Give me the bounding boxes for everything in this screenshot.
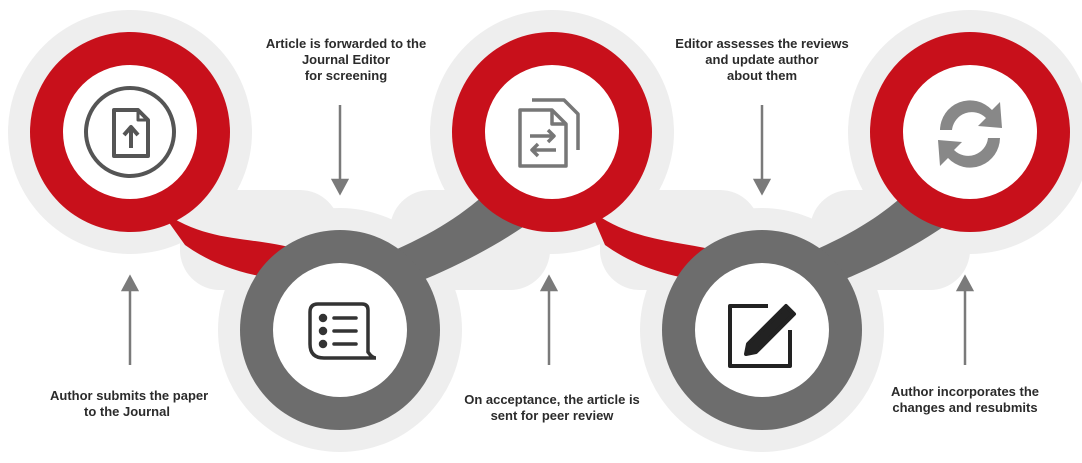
step-2-caption: Article is forwarded to the Journal Edit… (246, 36, 446, 84)
arrow-down-2 (330, 105, 350, 196)
step-2-caption-line-3: for screening (304, 68, 388, 83)
step-1-caption-line-1: Author submits the paper (50, 388, 209, 403)
step-4-caption-line-3: about them (726, 68, 798, 83)
step-2-caption-line-1: Article is forwarded to the (265, 36, 427, 51)
step-4-caption-line-1: Editor assesses the reviews (675, 36, 849, 51)
ring-5 (870, 32, 1070, 232)
arrow-up-5 (955, 274, 975, 365)
step-5-caption-line-2: changes and resubmits (892, 400, 1038, 415)
step-5-caption-line-1: Author incorporates the (890, 384, 1040, 399)
arrow-down-4 (752, 105, 772, 196)
checklist-icon (308, 302, 377, 360)
step-1-caption: Author submits the paper to the Journal (50, 388, 240, 420)
step-4-caption: Editor assesses the reviews and update a… (662, 36, 862, 84)
step-2-caption-line-2: Journal Editor (301, 52, 391, 67)
refresh-icon (938, 100, 1002, 168)
step-1-caption-line-2: to the Journal (84, 404, 170, 419)
step-3-caption-line-1: On acceptance, the article is (464, 392, 640, 407)
upload-file-icon (84, 86, 176, 178)
step-3-caption-line-2: sent for peer review (490, 408, 614, 423)
arrow-up-1 (120, 274, 140, 365)
step-5-caption: Author incorporates the changes and resu… (870, 384, 1060, 416)
arrows (120, 105, 975, 365)
edit-note-icon (728, 304, 796, 368)
file-exchange-icon (518, 98, 580, 168)
step-3-caption: On acceptance, the article is sent for p… (452, 392, 652, 424)
step-4-caption-line-2: and update author (705, 52, 819, 67)
arrow-up-3 (539, 274, 559, 365)
